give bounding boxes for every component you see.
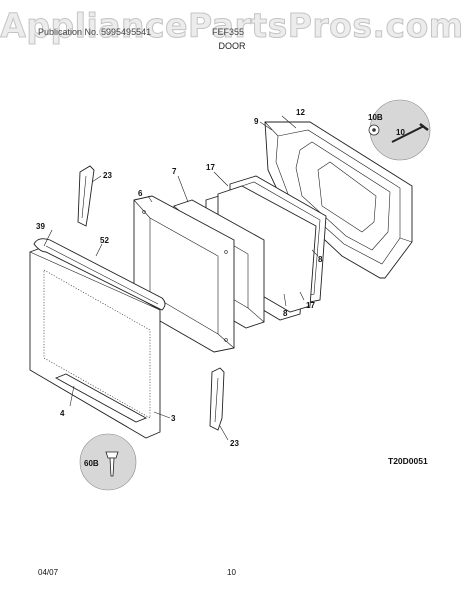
hinge-upper [77,165,95,227]
model-number: FEF355 [212,27,245,37]
callout-9: 9 [254,117,259,126]
section-title: DOOR [218,41,246,51]
callout-4: 4 [60,409,65,418]
footer-date: 04/07 [38,568,59,577]
hinge-lower [209,367,225,431]
callout-8-lower: 8 [283,309,288,318]
callout-39: 39 [36,222,45,231]
callout-7: 7 [172,167,177,176]
door-handle [33,238,166,311]
footer-page-number: 10 [227,568,236,577]
leader-lines [43,115,319,441]
detail-bubble-10 [368,99,431,161]
callout-12: 12 [296,108,305,117]
watermark: AppliancePartsPros.com [0,6,464,46]
diagram-code: T20D0051 [388,456,428,466]
callout-6: 6 [138,189,143,198]
callout-17-lower: 17 [306,301,315,310]
door-bottom-trim [54,373,148,423]
inner-door-panel [264,121,413,279]
callout-8-right: 8 [318,255,323,264]
callout-10b: 10B [368,113,383,122]
callout-52: 52 [100,236,109,245]
publication-number: Publication No. 5995495541 [38,27,152,37]
callout-60b: 60B [84,459,99,468]
callout-10: 10 [396,128,405,137]
callout-23-lower: 23 [230,439,239,448]
detail-bubble-60b [79,433,137,491]
callout-17-upper: 17 [206,163,215,172]
callout-3: 3 [171,414,176,423]
callout-23-upper: 23 [103,171,112,180]
